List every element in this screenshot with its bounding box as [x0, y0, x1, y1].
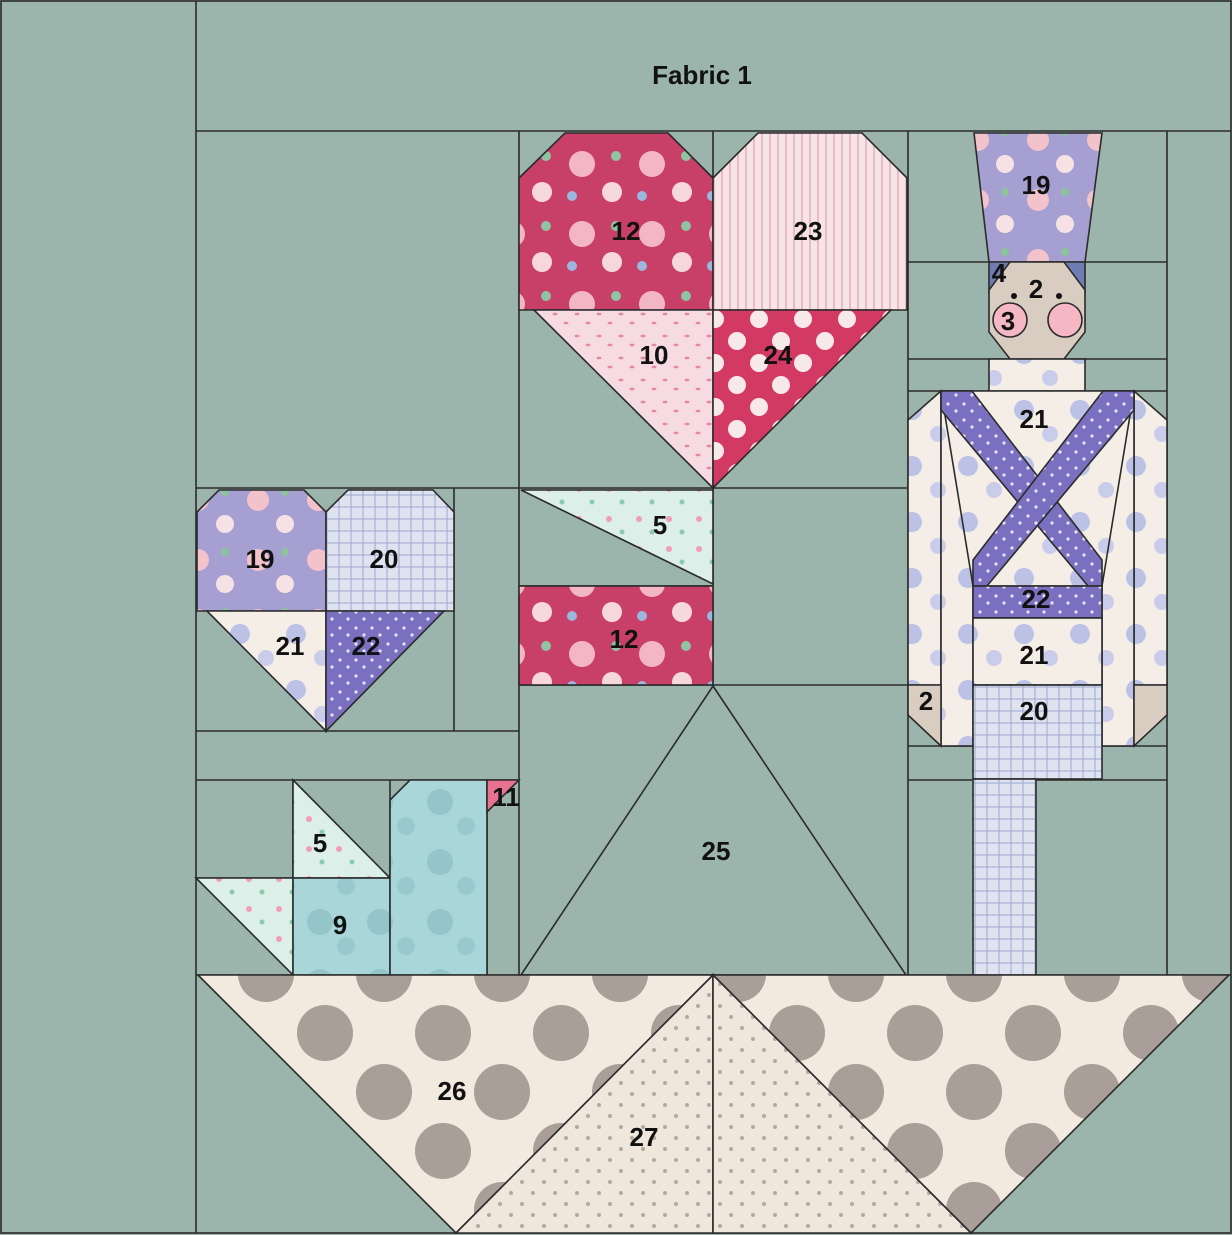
label-22-belt: 22	[1022, 584, 1051, 614]
label-12-stem: 12	[610, 624, 639, 654]
label-20-trousers: 20	[1020, 696, 1049, 726]
label-21-jacket: 21	[1020, 404, 1049, 434]
label-11-bird: 11	[492, 782, 520, 812]
cheek-right	[1048, 303, 1082, 337]
title-fabric-1: Fabric 1	[652, 60, 752, 90]
label-24-heart: 24	[764, 340, 793, 370]
label-12-heart: 12	[612, 216, 641, 246]
label-2-face: 2	[1029, 274, 1043, 304]
label-25-tree: 25	[702, 836, 731, 866]
label-2-hand: 2	[919, 686, 933, 716]
eye-left	[1011, 293, 1017, 299]
bird-neck	[390, 780, 487, 975]
label-21-hips: 21	[1020, 640, 1049, 670]
eye-right	[1056, 293, 1062, 299]
label-9-bird: 9	[333, 910, 347, 940]
label-22-small-heart: 22	[352, 631, 381, 661]
label-5-stem: 5	[653, 510, 667, 540]
soldier-neck	[989, 359, 1085, 391]
label-20-small-heart: 20	[370, 544, 399, 574]
label-23-heart: 23	[794, 216, 823, 246]
soldier-arm-left	[908, 391, 941, 685]
soldier-leg-left	[973, 779, 1036, 975]
label-19-small-heart: 19	[246, 544, 275, 574]
label-4-hat-band: 4	[992, 258, 1007, 288]
soldier-arm-right	[1134, 391, 1167, 685]
label-26-boat: 26	[438, 1076, 467, 1106]
label-27-boat: 27	[630, 1122, 659, 1152]
label-19-hat: 19	[1022, 170, 1051, 200]
label-3-cheek: 3	[1001, 306, 1015, 336]
label-10-heart: 10	[640, 340, 669, 370]
label-21-small-heart: 21	[276, 631, 305, 661]
label-5-bird: 5	[313, 828, 327, 858]
